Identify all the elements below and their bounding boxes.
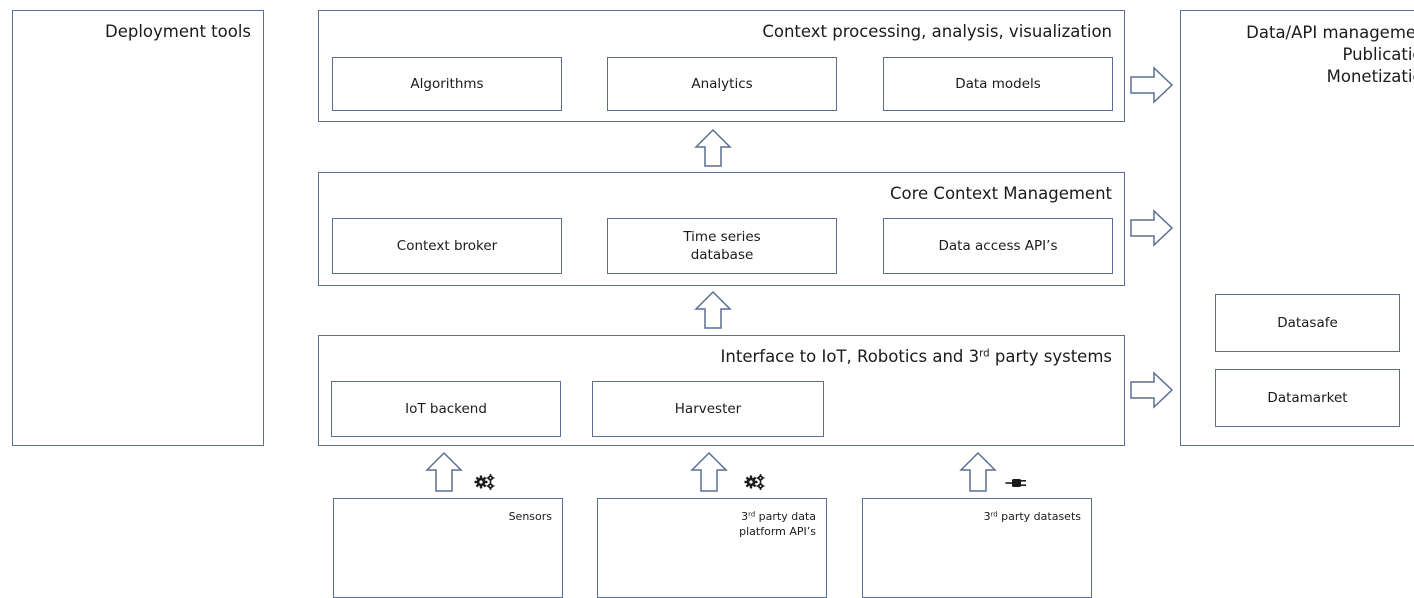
- arrow-up-sensors: [425, 451, 463, 492]
- deployment-tools-panel: Deployment tools: [12, 10, 264, 446]
- publication-label: Publication: [1342, 44, 1414, 64]
- arrow-up-platform: [690, 451, 728, 492]
- data-access-apis-box: Data access API’s: [883, 218, 1113, 274]
- harvester-box: Harvester: [592, 381, 824, 437]
- interface-title: Interface to IoT, Robotics and 3rd party…: [720, 347, 1112, 366]
- third-party-datasets-label: 3rd party datasets: [983, 510, 1081, 523]
- monetization-label: Monetization: [1326, 66, 1414, 86]
- datamarket-label: Datamarket: [1267, 389, 1348, 406]
- arrow-up-interface-to-core: [694, 290, 732, 329]
- deployment-tools-label: Deployment tools: [104, 22, 251, 41]
- iot-backend-label: IoT backend: [405, 400, 487, 417]
- datasafe-box: Datasafe: [1215, 294, 1400, 352]
- data-api-management-label: Data/API management: [1246, 23, 1414, 42]
- third-party-platform-label: 3rd party data platform API’s: [739, 510, 816, 538]
- arrow-up-core-to-processing: [694, 128, 732, 167]
- third-party-datasets-box: 3rd party datasets: [862, 498, 1092, 598]
- gears-icon: [744, 474, 765, 490]
- arrow-right-processing: [1130, 66, 1174, 104]
- plug-icon: [1005, 479, 1026, 487]
- interface-layer: Interface to IoT, Robotics and 3rd party…: [318, 335, 1125, 446]
- harvester-label: Harvester: [674, 400, 742, 417]
- algorithms-label: Algorithms: [410, 75, 484, 92]
- analytics-box: Analytics: [607, 57, 837, 111]
- arrow-right-interface: [1130, 371, 1174, 409]
- iot-backend-box: IoT backend: [331, 381, 561, 437]
- context-processing-title: Context processing, analysis, visualizat…: [762, 22, 1112, 41]
- time-series-database-label: Time series database: [683, 228, 761, 263]
- context-broker-label: Context broker: [396, 237, 498, 254]
- data-models-label: Data models: [955, 75, 1041, 92]
- third-party-platform-box: 3rd party data platform API’s: [597, 498, 827, 598]
- algorithms-box: Algorithms: [332, 57, 562, 111]
- context-broker-box: Context broker: [332, 218, 562, 274]
- core-context-title: Core Context Management: [889, 184, 1112, 203]
- datamarket-box: Datamarket: [1215, 369, 1400, 427]
- analytics-label: Analytics: [691, 75, 753, 92]
- core-context-layer: Core Context Management Context broker T…: [318, 172, 1125, 286]
- context-processing-layer: Context processing, analysis, visualizat…: [318, 10, 1125, 122]
- data-api-management-panel: Data/API management Publication Monetiza…: [1180, 10, 1414, 446]
- sensors-box: Sensors: [333, 498, 563, 598]
- arrow-up-datasets: [959, 451, 997, 492]
- gears-icon: [474, 474, 495, 490]
- arrow-right-core: [1130, 209, 1174, 247]
- data-access-apis-label: Data access API’s: [938, 237, 1058, 254]
- data-models-box: Data models: [883, 57, 1113, 111]
- datasafe-label: Datasafe: [1277, 314, 1338, 331]
- sensors-label: Sensors: [508, 510, 552, 523]
- data-api-management-lines: Data/API management Publication Monetiza…: [1201, 22, 1414, 88]
- time-series-database-box: Time series database: [607, 218, 837, 274]
